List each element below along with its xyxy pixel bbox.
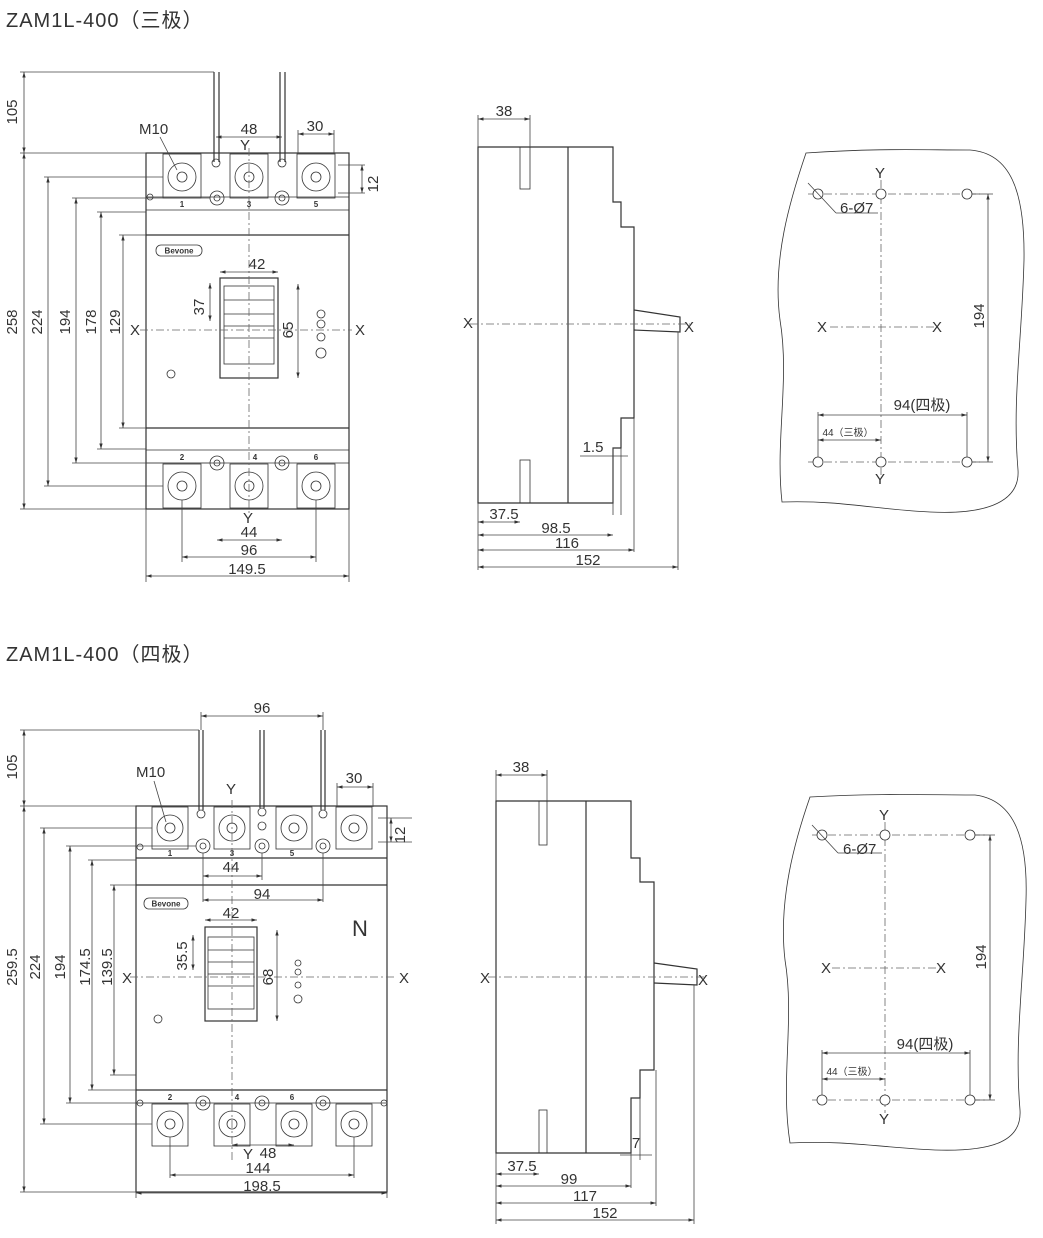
thread-label: M10: [136, 764, 165, 781]
axis-x-label: X: [684, 319, 694, 336]
dim-terminal-width: 30: [346, 770, 363, 787]
axis-x-label: X: [698, 972, 708, 989]
dim-mount-four: 94(四极): [894, 397, 951, 414]
axis-x-label: X: [936, 960, 946, 977]
dim-side: 37.5: [489, 506, 518, 523]
four-pole-front-view: Bevone N 1 3 5 2 4 6 X X Y Y 96 105 259.…: [4, 700, 412, 1198]
dim-window-height: 35.5: [174, 941, 191, 970]
dim-bottom-pitch: 44: [241, 524, 258, 541]
dim-top-offset: 12: [392, 827, 409, 844]
axis-x-label: X: [130, 322, 140, 339]
dim-top-span: 96: [254, 700, 271, 717]
terminal-label: 4: [253, 453, 258, 462]
axis-y-label: Y: [875, 165, 885, 182]
dim-terminal-width: 30: [307, 118, 324, 135]
terminal-label: 5: [290, 849, 295, 858]
dim-mount-four: 94(四极): [897, 1036, 954, 1053]
axis-y-label: Y: [243, 510, 253, 527]
dim-side-top: 38: [496, 103, 513, 120]
terminal-label: 3: [247, 200, 252, 209]
axis-x-label: X: [821, 960, 831, 977]
brand-logo: Bevone: [165, 247, 194, 256]
dim-height: 194: [52, 954, 69, 979]
axis-x-label: X: [399, 970, 409, 987]
dim-window-span: 68: [260, 969, 277, 986]
axis-x-label: X: [122, 970, 132, 987]
dim-side: 98.5: [541, 520, 570, 537]
dim-side-offset: 1.5: [583, 439, 604, 456]
dim-side-top: 38: [513, 759, 530, 776]
dim-height: 259.5: [4, 948, 21, 986]
four-pole-mounting-view: 6-Ø7 Y Y X X 194 94(四极) 44（三极）: [782, 794, 1027, 1151]
dim-mount-height: 194: [973, 944, 990, 969]
terminal-label: 2: [180, 453, 185, 462]
three-pole-front-view: Bevone 1 3 5 2 4 6 X X Y Y 105 258 224 1…: [4, 71, 382, 582]
terminal-label: 6: [290, 1093, 295, 1102]
dim-side: 117: [573, 1188, 597, 1205]
axis-x-label: X: [817, 319, 827, 336]
axis-y-label: Y: [875, 471, 885, 488]
axis-y-label: Y: [879, 1111, 889, 1128]
dim-height: 174.5: [77, 948, 94, 986]
terminal-label: 1: [180, 200, 185, 209]
dim-height: 139.5: [99, 948, 116, 986]
three-pole-mounting-view: 6-Ø7 Y Y X X 194 94(四极) 44（三极）: [777, 149, 1025, 513]
dim-height: 224: [29, 309, 46, 334]
mount-holes-label: 6-Ø7: [840, 200, 873, 217]
axis-y-label: Y: [240, 137, 250, 154]
mount-holes-label: 6-Ø7: [843, 841, 876, 858]
dim-window-width: 42: [223, 905, 240, 922]
dim-bottom-span: 144: [245, 1160, 270, 1177]
four-pole-title: ZAM1L-400（四极）: [6, 644, 204, 666]
axis-y-label: Y: [243, 1146, 253, 1163]
axis-x-label: X: [932, 319, 942, 336]
dim-width: 198.5: [243, 1178, 281, 1195]
dim-height: 224: [27, 954, 44, 979]
dim-mount-height: 194: [971, 303, 988, 328]
dim-mid-pitch: 44: [223, 859, 240, 876]
axis-x-label: X: [355, 322, 365, 339]
dim-bottom-span: 96: [241, 542, 258, 559]
brand-logo: Bevone: [152, 900, 181, 909]
dim-top-offset: 12: [365, 176, 382, 193]
dim-side: 116: [555, 535, 579, 552]
dim-side-offset: 7: [632, 1135, 640, 1152]
dim-height-top: 105: [4, 99, 21, 124]
dim-side: 37.5: [507, 1158, 536, 1175]
dim-mount-three: 44（三极）: [822, 426, 873, 439]
dim-window-width: 42: [249, 256, 266, 273]
terminal-label: 4: [235, 1093, 240, 1102]
dim-side: 152: [592, 1205, 617, 1222]
dim-width: 149.5: [228, 561, 266, 578]
thread-label: M10: [139, 121, 168, 138]
dim-height: 178: [83, 309, 100, 334]
dim-height-top: 105: [4, 754, 21, 779]
dim-height: 258: [4, 309, 21, 334]
dim-bottom-pitch: 48: [260, 1145, 277, 1162]
axis-y-label: Y: [879, 807, 889, 824]
terminal-label: 6: [314, 453, 319, 462]
three-pole-title: ZAM1L-400（三极）: [6, 10, 204, 32]
dim-pitch: 48: [241, 121, 258, 138]
neutral-label: N: [352, 916, 368, 941]
dim-height: 129: [107, 309, 124, 334]
dim-side: 99: [561, 1171, 578, 1188]
dim-window-span: 65: [280, 322, 297, 339]
terminal-label: 5: [314, 200, 319, 209]
axis-x-label: X: [463, 315, 473, 332]
dim-side: 152: [575, 552, 600, 569]
axis-y-label: Y: [226, 781, 236, 798]
dim-mount-three: 44（三极）: [826, 1065, 877, 1078]
four-pole-side-view: X X 38 7 37.5 99 117 152: [480, 759, 708, 1224]
three-pole-side-view: X X 38 1.5 37.5 98.5 116 152: [463, 103, 694, 570]
terminal-label: 2: [168, 1093, 173, 1102]
axis-x-label: X: [480, 970, 490, 987]
dim-mid-span: 94: [254, 886, 271, 903]
dim-window-height: 37: [191, 299, 208, 316]
dim-height: 194: [57, 309, 74, 334]
terminal-label: 1: [168, 849, 173, 858]
